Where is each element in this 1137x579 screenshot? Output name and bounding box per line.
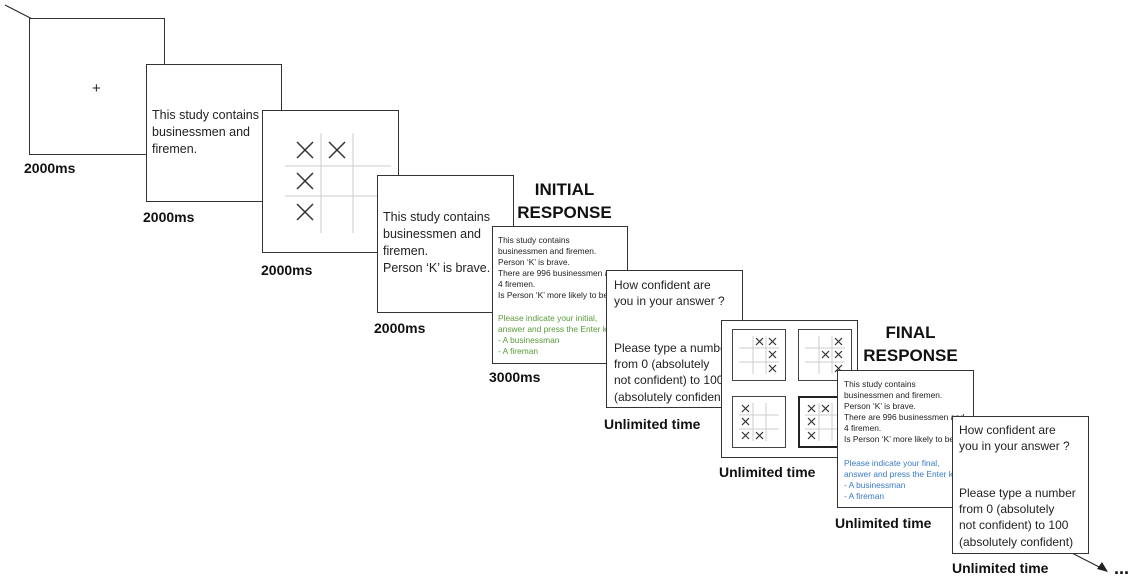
confidence-question-1: How confident are you in your answer ? [614, 278, 725, 309]
final-label-line1: FINAL [885, 323, 936, 342]
initial-label-line1: INITIAL [534, 180, 595, 199]
initial-label-line2: RESPONSE [517, 202, 612, 222]
initial-response-screen: This study contains businessmen and fire… [492, 226, 628, 364]
final-label-line2: RESPONSE [863, 345, 958, 365]
intro-text: This study contains businessmen and fire… [152, 108, 259, 156]
confidence-instruction-2: Please type a number from 0 (absolutely … [959, 486, 1076, 549]
x-marks [296, 141, 346, 221]
stereotype-text: This study contains businessmen and fire… [383, 210, 491, 275]
matrix-recall-timing: Unlimited time [719, 464, 816, 480]
stereotype-screen: This study contains businessmen and fire… [377, 175, 514, 313]
confidence-screen-1: How confident are you in your answer ? P… [606, 270, 743, 408]
matrix-option-1 [732, 329, 786, 381]
matrix-option-3-grid [739, 403, 779, 441]
final-instruction-text: Please indicate your final, answer and p… [844, 458, 962, 502]
confidence-screen-2: How confident are you in your answer ? P… [952, 416, 1089, 554]
dot-matrix-grid [285, 133, 391, 233]
confidence-question-2: How confident are you in your answer ? [959, 423, 1070, 454]
dot-matrix-screen [262, 110, 399, 253]
dot-matrix-timing: 2000ms [261, 262, 313, 278]
intro-timing: 2000ms [143, 209, 195, 225]
confidence-timing-1: Unlimited time [604, 416, 701, 432]
matrix-option-1-grid [739, 336, 779, 374]
fixation-cross: + [92, 80, 101, 97]
confidence-instruction-1: Please type a number from 0 (absolutely … [614, 341, 731, 404]
final-response-timing: Unlimited time [835, 515, 932, 531]
initial-response-label: INITIAL RESPONSE [517, 179, 612, 225]
final-problem-text: This study contains businessmen and fire… [844, 379, 965, 445]
fixation-screen: + [29, 18, 165, 155]
initial-problem-text: This study contains businessmen and fire… [498, 235, 619, 301]
initial-response-timing: 3000ms [489, 369, 541, 385]
matrix-recall-screen [721, 320, 858, 458]
initial-instruction-text: Please indicate your initial, answer and… [498, 313, 616, 357]
final-response-label: FINAL RESPONSE [863, 322, 958, 368]
continuation-ellipsis: ... [1114, 558, 1130, 578]
confidence-timing-2: Unlimited time [952, 560, 1049, 576]
fixation-timing: 2000ms [24, 160, 76, 176]
stereotype-timing: 2000ms [374, 320, 426, 336]
final-response-screen: This study contains businessmen and fire… [837, 370, 974, 508]
intro-screen: This study contains businessmen and fire… [146, 64, 282, 202]
matrix-option-3 [732, 396, 786, 448]
